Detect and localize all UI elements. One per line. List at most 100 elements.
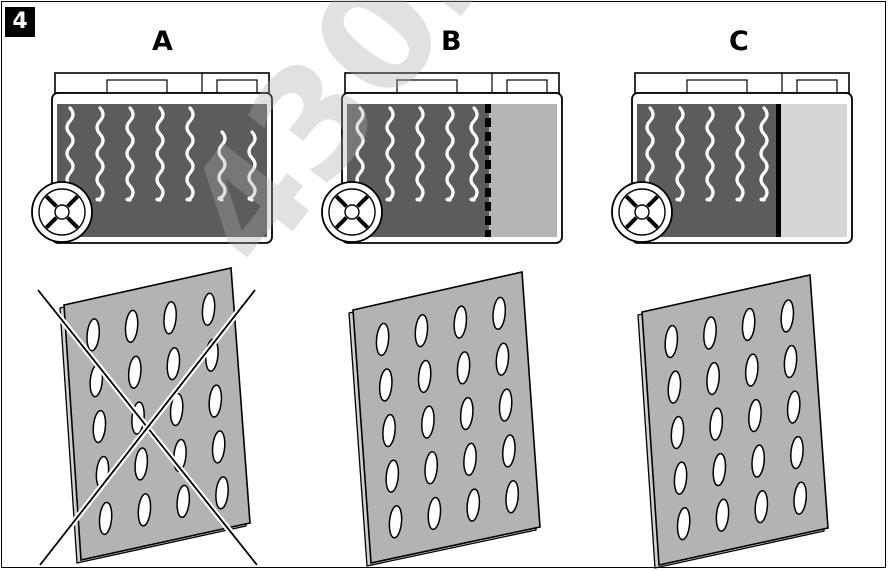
plate-slot [375,322,390,357]
plate-slot [453,305,468,339]
heat-wave [705,106,715,202]
plate-slot [712,452,727,487]
cross-out-line [39,289,256,566]
lid-handle [796,79,838,94]
wheel-spoke [45,216,58,229]
panel-label-b: B [441,26,462,57]
plate-slot [92,409,107,444]
wheel-spoke [646,216,659,229]
wheel-spoke [66,216,79,229]
plate-slot [703,316,717,350]
wheel-hub [344,204,360,220]
heat-wave [675,106,685,202]
plate-slot [201,292,216,326]
plate-slot [754,489,769,524]
plate-slot [505,480,520,514]
wheel-spoke [356,195,369,208]
plate-slot [421,405,435,439]
plate-slot [388,505,403,539]
plate-slot [417,359,432,394]
lid-handle [686,79,748,94]
heat-wave [469,106,479,202]
plate-slot [98,501,113,536]
plate-slot [163,301,177,335]
lid-handle [216,79,258,94]
plate-slot [744,353,759,387]
plate-slot [676,506,691,541]
heat-wave [735,106,745,202]
plate-slot [382,413,396,448]
tank-a [31,72,273,244]
wheel-spoke [45,195,58,208]
solid-divider [776,104,781,237]
plate-slot [385,459,400,493]
plate-slot [673,461,688,495]
plate-slot [786,390,801,424]
heat-wave [415,106,425,202]
plate-slot [783,344,798,379]
plate-slot [709,407,724,441]
plate-slot [664,324,679,359]
plate-slot [790,435,804,470]
tank-b [321,72,563,244]
plate-slot [741,307,756,342]
plate-slot [748,398,762,433]
heat-wave [125,106,135,202]
wheel-spoke [646,195,659,208]
plate-slot [502,434,516,468]
wheel-spoke [66,195,79,208]
divider-plate-a [35,267,260,567]
plate-slot [169,392,184,427]
wheel-hub [54,204,70,220]
cold-compartment [779,104,847,237]
plate-face [641,274,829,566]
heat-wave [759,106,769,202]
plate-slot [124,309,139,343]
wheel-spoke [356,216,369,229]
plate-slot [414,314,429,348]
heat-wave [95,106,105,202]
plate-slot [793,481,808,515]
heat-wave [385,106,395,202]
plate-slot [424,451,439,485]
cold-compartment [489,104,557,237]
plate-slot [86,318,101,352]
tank-c [611,72,853,244]
plate-slot [211,430,226,464]
heat-wave [185,106,195,202]
wheel-spoke [335,216,348,229]
wheel-hub [634,204,650,220]
lid-handle [506,79,548,94]
plate-slot [715,498,730,532]
plate-slot [466,488,481,522]
plate-slot [127,355,142,389]
lid-handle [396,79,458,94]
plate-slot [463,442,477,477]
plate-slot [667,370,682,404]
plate-slot [208,384,223,418]
plate-slot [378,368,393,402]
plate-slot [706,361,720,396]
divider-plate-b [348,271,541,567]
plate-slot [166,346,181,381]
step-number-badge: 4 [5,7,35,37]
plate-slot [495,342,510,376]
plate-slot [176,484,191,519]
plate-slot [427,496,442,531]
plate-slot [137,493,152,527]
panel-label-c: C [729,26,749,57]
plate-slot [134,447,149,481]
plate-slot [456,351,471,385]
heat-wave [445,106,455,202]
divider-plate-c [637,274,829,569]
plate-slot [492,296,507,331]
panel-label-a: A [152,26,173,57]
plate-slot [780,299,795,333]
plate-slot [751,444,766,478]
plate-slot [215,476,229,510]
heat-wave [217,130,227,202]
plate-slot [498,388,513,422]
heat-wave [247,130,257,202]
